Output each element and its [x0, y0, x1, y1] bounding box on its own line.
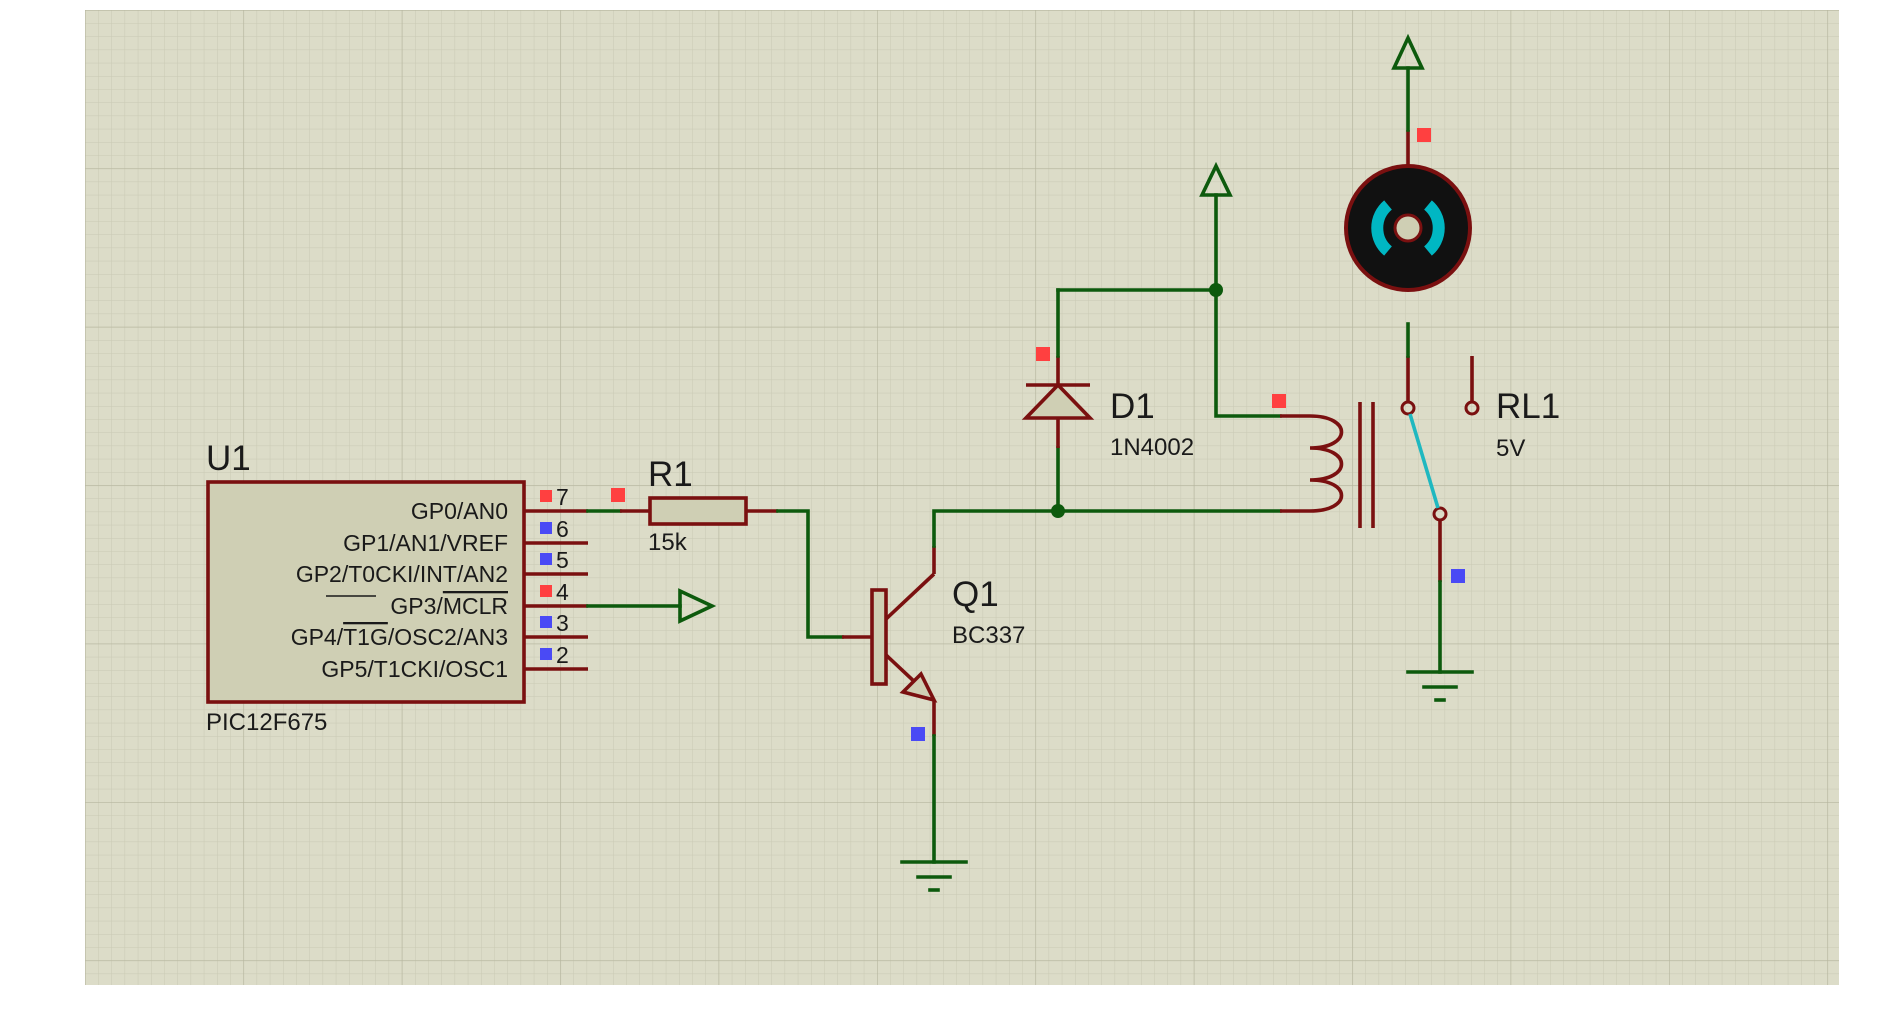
rl1-ref: RL1 [1496, 387, 1560, 426]
u1-pin-gp5: GP5/T1CKI/OSC1 [321, 656, 508, 682]
u1-pin-gp0: GP0/AN0 [411, 498, 508, 524]
pin6-state-low [540, 522, 552, 534]
u1-microcontroller[interactable]: U1 PIC12F675 GP0/AN0 GP1/AN1/VREF GP2/T0… [206, 439, 588, 736]
u1-pin-stubs [524, 509, 588, 671]
u1-body [206, 480, 526, 704]
r1-resistor[interactable]: R1 15k [586, 455, 778, 556]
q1-value: BC337 [952, 622, 1025, 649]
u1-pin-gp2: GP2/T0CKI/INT/AN2 [296, 561, 508, 587]
d1-diode[interactable]: D1 1N4002 [1021, 288, 1194, 513]
u1-pin-num-5: 5 [556, 547, 569, 573]
coil-top-state-high [1272, 394, 1286, 408]
d1-state-high [1036, 347, 1050, 361]
gp3-pullup-terminal[interactable] [586, 588, 717, 624]
power-arrow-icon [678, 588, 717, 624]
motor-state-high [1417, 128, 1431, 142]
q1-base-bar [870, 588, 888, 686]
mclr-overline-text: MCLR [443, 593, 508, 619]
ground-icon [1406, 670, 1474, 702]
u1-pin-num-7: 7 [556, 484, 569, 510]
d1-triangle [1021, 382, 1095, 420]
dc-motor[interactable] [1344, 33, 1472, 402]
u1-part: PIC12F675 [206, 709, 327, 736]
r1-body [648, 496, 748, 526]
pin4-state-high [540, 585, 552, 597]
motor-supply-arrow-icon [1391, 33, 1425, 70]
u1-pin-num-4: 4 [556, 579, 569, 605]
r1-value: 15k [648, 529, 688, 556]
u1-pin-num-3: 3 [556, 610, 569, 636]
d1-ref: D1 [1110, 387, 1155, 426]
pin3-state-low [540, 616, 552, 628]
pin2-state-low [540, 648, 552, 660]
relay-coil-icon [1309, 414, 1344, 513]
rl1-value: 5V [1496, 435, 1525, 462]
pin7-state-high [540, 490, 552, 502]
q1-ground [900, 734, 968, 892]
pin5-state-low [540, 553, 552, 565]
u1-pin-num-6: 6 [556, 516, 569, 542]
relay-pivot-state-low [1451, 569, 1465, 583]
u1-ref: U1 [206, 439, 251, 478]
u1-pin-gp3: GP3/MCLR [390, 593, 508, 619]
ground-icon [900, 860, 968, 892]
d1-value: 1N4002 [1110, 434, 1194, 461]
relay-switch-arm [1408, 413, 1440, 509]
rl1-relay[interactable]: RL1 5V [1280, 356, 1560, 528]
wire-r1-to-base [776, 509, 844, 639]
power-terminal-arrow-icon [1199, 161, 1233, 197]
motor-left-arc [1371, 200, 1393, 256]
q1-emitter-arrow-icon [899, 670, 938, 703]
u1-pin-gp1: GP1/AN1/VREF [343, 530, 508, 556]
r1-ref: R1 [648, 455, 693, 494]
motor-shaft [1393, 213, 1423, 243]
u1-pin-num-2: 2 [556, 642, 569, 668]
u1-pin-gp4: GP4/T1G/OSC2/AN3 [291, 624, 508, 650]
motor-right-arc [1423, 200, 1445, 256]
wire-coil-top [1214, 288, 1282, 418]
q1-ref: Q1 [952, 575, 999, 614]
wire-collector-net [932, 509, 1282, 548]
q1-emitter-state-low [911, 727, 925, 741]
q1-transistor[interactable]: Q1 BC337 [842, 546, 1025, 741]
r1-state-high [611, 488, 625, 502]
